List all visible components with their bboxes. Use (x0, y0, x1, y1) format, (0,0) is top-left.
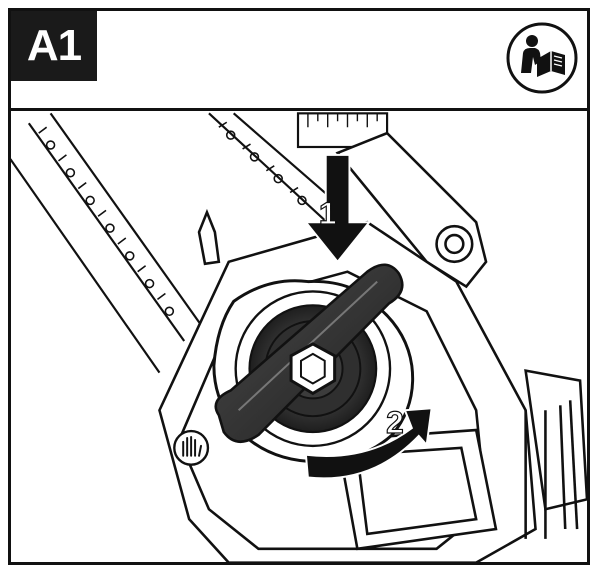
step-label: A1 (11, 11, 97, 81)
tensioning-knob-icon (212, 263, 415, 464)
glove-hand-icon (173, 429, 210, 466)
callout-2: 2 (386, 404, 404, 440)
chainsaw-bar-icon (11, 112, 389, 374)
read-manual-icon (506, 22, 578, 94)
chainsaw-illustration: 1 2 (11, 112, 587, 562)
instruction-panel: A1 (8, 8, 590, 565)
callout-1: 1 (319, 195, 337, 231)
press-down-arrow-icon (303, 153, 372, 264)
rotate-arrow-icon (304, 407, 433, 480)
panel-header: A1 (11, 11, 587, 111)
